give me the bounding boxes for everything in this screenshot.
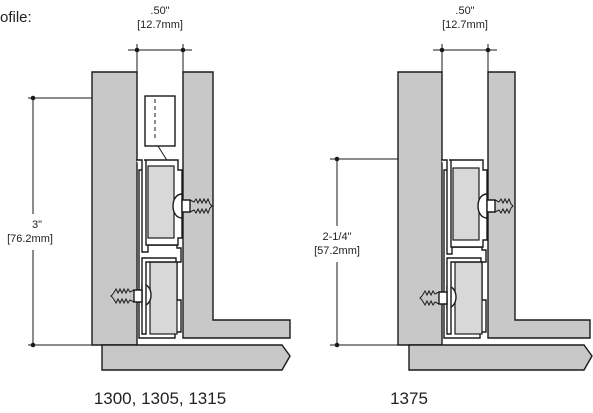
left-slide-diagram: .50" [12.7mm] 3" [76.2mm] (7, 5, 291, 408)
left-top-dim-dot-1 (134, 47, 140, 53)
left-lower-roller (149, 261, 178, 335)
right-lower-roller (454, 261, 483, 335)
right-lower-bracket (446, 257, 482, 335)
left-upper-roller-bump (172, 193, 183, 219)
right-side-dim-dot-top (334, 156, 340, 162)
left-top-dim-dot-2 (180, 47, 186, 53)
left-lower-screw (110, 287, 143, 305)
right-caption: 1375 (390, 389, 428, 408)
right-bottom-panel (408, 344, 593, 371)
right-top-dim-mm: [12.7mm] (442, 19, 488, 31)
right-top-dim-dot-1 (439, 47, 445, 53)
left-upper-fitting (144, 95, 176, 147)
right-side-dim-mm: [57.2mm] (314, 245, 360, 257)
header-fragment: ofile: (0, 9, 32, 26)
left-drawer-wall (182, 71, 291, 339)
left-bottom-panel (101, 344, 291, 371)
right-lower-screw (419, 289, 448, 307)
right-side-dim-dot-bottom (334, 342, 340, 348)
right-upper-roller (452, 167, 480, 241)
right-upper-roller-bump (477, 193, 488, 219)
left-side-dim-inch: 3" (32, 219, 42, 231)
left-upper-roller (147, 165, 175, 239)
right-slide-diagram: .50" [12.7mm] 2-1/4" [57.2mm] 1375 (314, 5, 593, 408)
right-upper-screw (486, 197, 514, 215)
left-lower-bracket (141, 257, 177, 335)
right-drawer-wall (487, 71, 591, 339)
right-top-dim-inch: .50" (455, 5, 474, 17)
left-top-dim-inch: .50" (150, 5, 169, 17)
left-side-dim-dot-bottom (30, 342, 36, 348)
left-caption: 1300, 1305, 1315 (94, 389, 226, 408)
left-upper-screw (181, 197, 213, 215)
left-side-dim-dot-top (30, 95, 36, 101)
right-cabinet-wall (397, 71, 443, 346)
left-side-dim-mm: [76.2mm] (7, 233, 53, 245)
right-top-dim-dot-2 (485, 47, 491, 53)
left-top-dim-mm: [12.7mm] (137, 19, 183, 31)
left-cabinet-wall (91, 71, 138, 346)
right-side-dim-inch: 2-1/4" (323, 231, 352, 243)
